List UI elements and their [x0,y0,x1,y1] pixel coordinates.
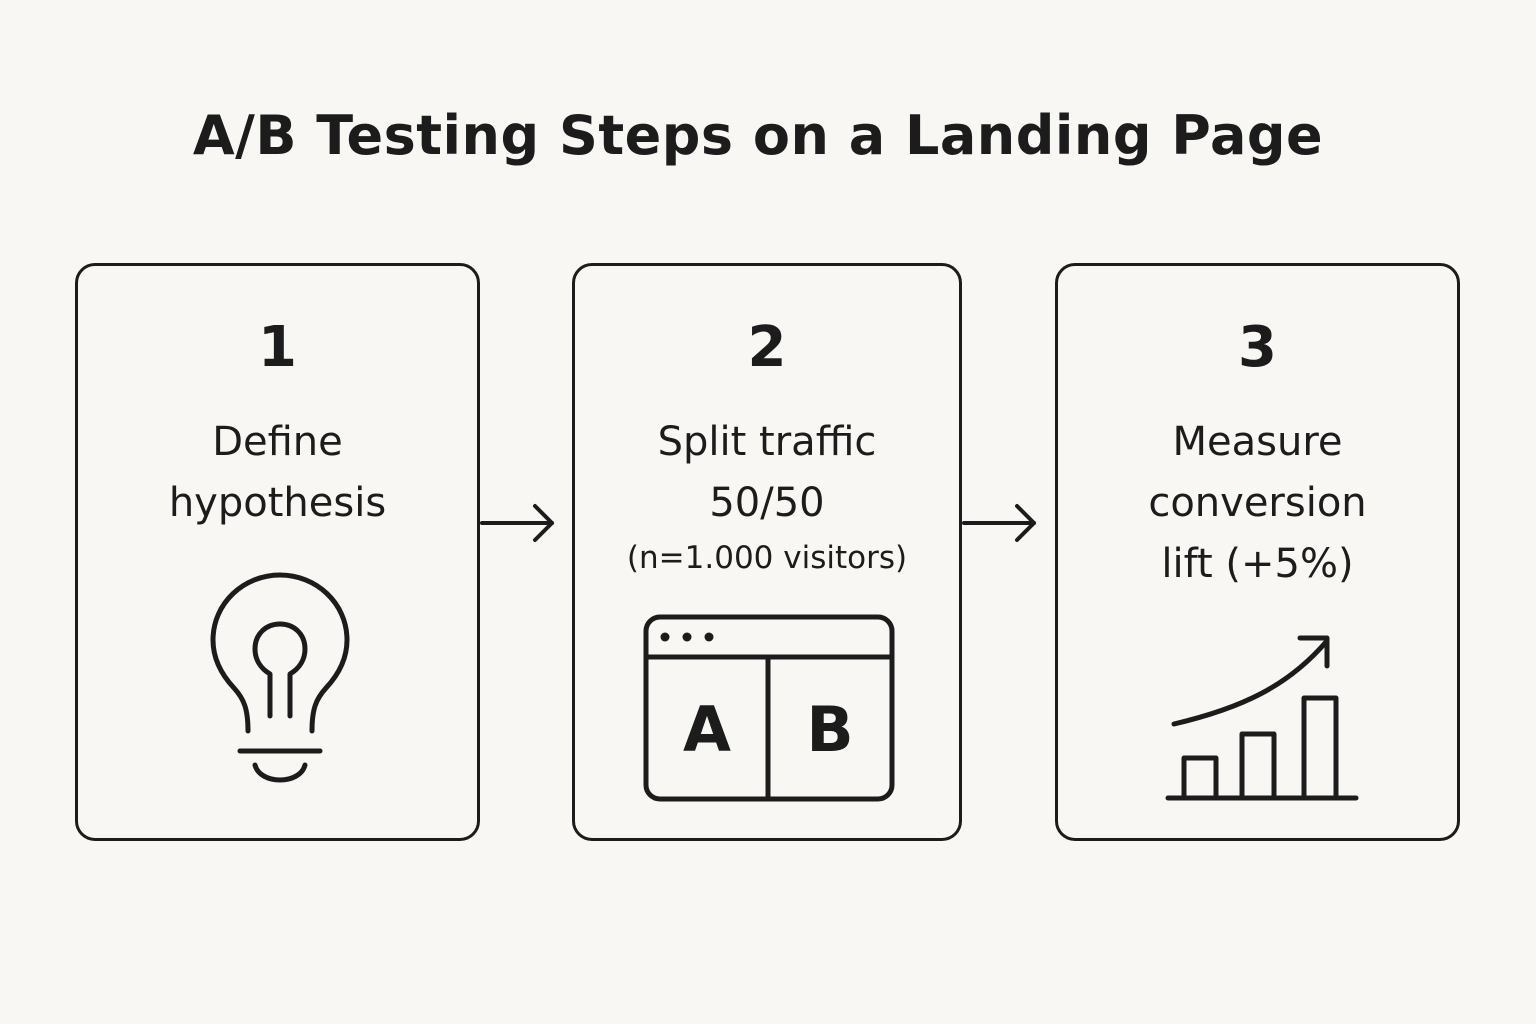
step-label: Define hypothesis [78,412,477,534]
step-label-line: lift (+5%) [1161,541,1354,587]
growth-chart-icon [1165,635,1359,801]
step-card-1: 1 Define hypothesis [75,263,480,841]
window-dot [660,632,670,642]
step-label-line: Measure [1172,419,1343,465]
step-label: Split traffic 50/50 [575,412,959,534]
browser-ab-split-icon: A B [643,614,895,802]
arrow-right-icon [962,504,1036,542]
arrow-right-icon [480,504,554,542]
step-number: 1 [258,315,297,380]
step-card-2: 2 Split traffic 50/50 (n=1.000 visitors)… [572,263,962,841]
step-number: 3 [1238,315,1277,380]
window-dot [704,632,714,642]
step-label-line: Split traffic [657,419,877,465]
step-label-line: conversion [1148,480,1367,526]
diagram-title: A/B Testing Steps on a Landing Page [192,104,1324,167]
step-label-line: hypothesis [168,480,387,526]
step-sample-size: (n=1.000 visitors) [626,540,908,576]
variant-b-label: B [806,693,853,766]
step-card-3: 3 Measure conversion lift (+5%) [1055,263,1460,841]
step-number: 2 [747,315,787,380]
step-label-line: 50/50 [709,480,825,526]
window-dot [682,632,692,642]
step-label: Measure conversion lift (+5%) [1058,412,1457,595]
step-label-line: Define [212,419,343,465]
lightbulb-icon [210,572,350,783]
variant-a-label: A [683,693,731,766]
